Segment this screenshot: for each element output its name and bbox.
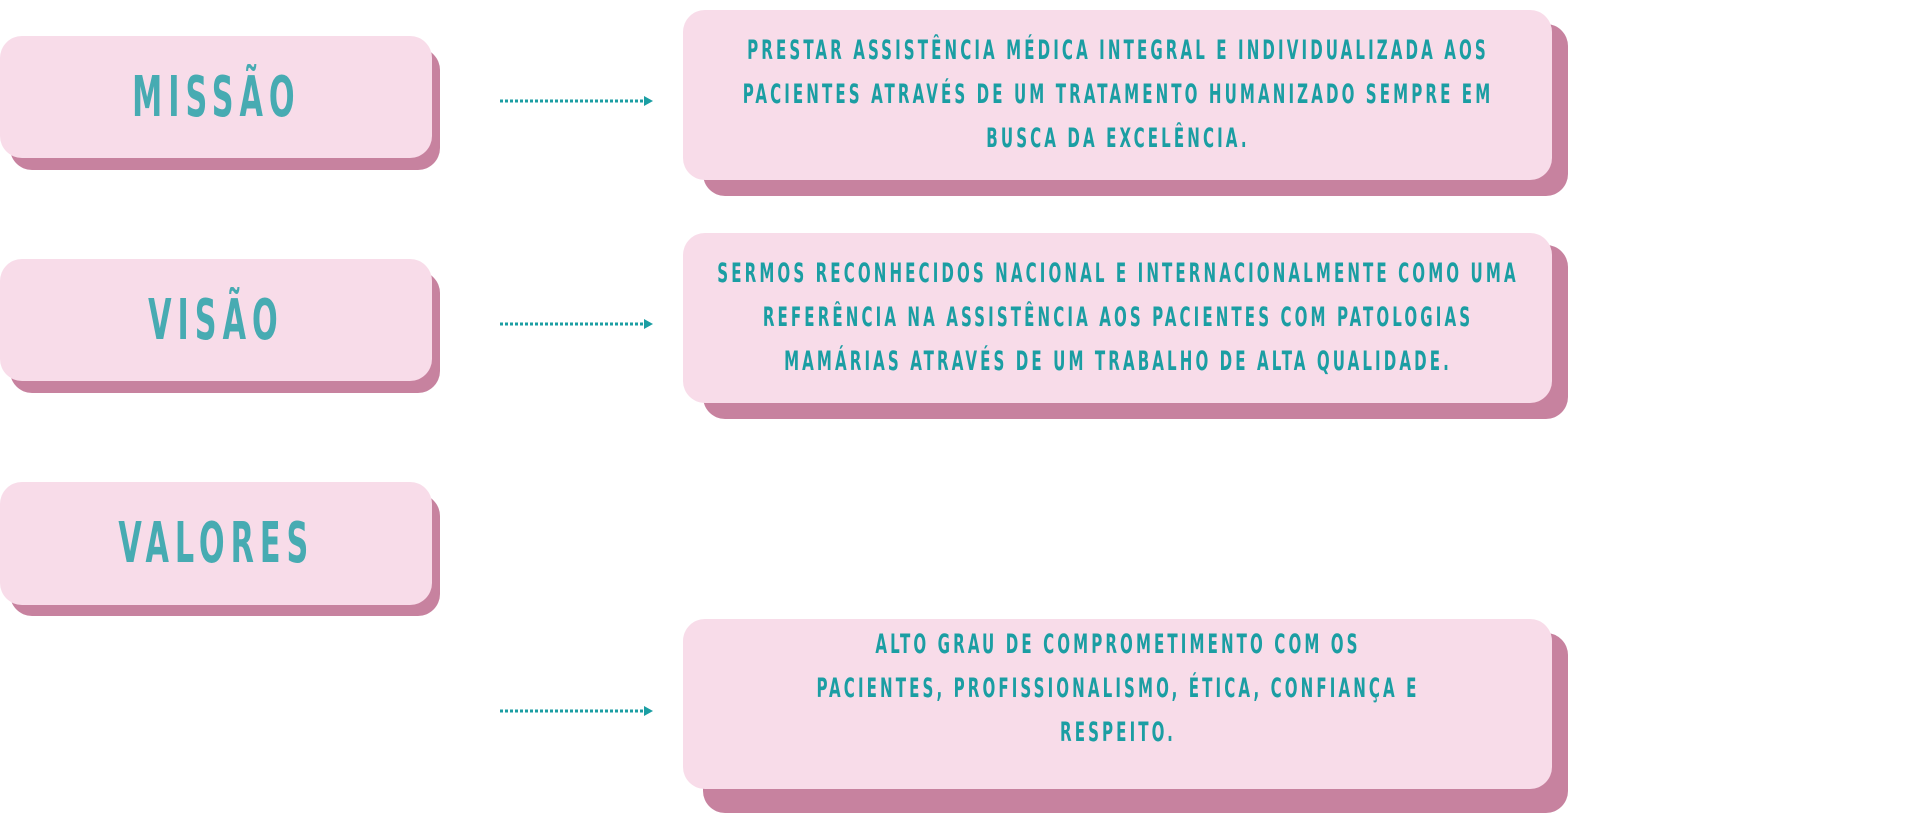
visao-label: VISÃO <box>148 287 284 353</box>
valores-label: VALORES <box>118 511 314 576</box>
missao-label: MISSÃO <box>131 64 301 130</box>
missao-text-box: Prestar assistência médica integral e in… <box>683 10 1552 180</box>
arrow-icon <box>500 706 653 716</box>
missao-text: Prestar assistência médica integral e in… <box>742 35 1493 154</box>
visao-label-box: VISÃO <box>0 259 432 381</box>
visao-text-box: Sermos reconhecidos nacional e internaci… <box>683 233 1552 403</box>
arrow-icon <box>500 319 653 329</box>
missao-label-box: MISSÃO <box>0 36 432 158</box>
valores-text: Alto grau de comprometimento com os paci… <box>815 629 1420 748</box>
visao-text: Sermos reconhecidos nacional e internaci… <box>716 258 1519 377</box>
valores-label-box: VALORES <box>0 482 432 605</box>
arrow-icon <box>500 96 653 106</box>
valores-text-box: Alto grau de comprometimento com os paci… <box>683 619 1552 789</box>
